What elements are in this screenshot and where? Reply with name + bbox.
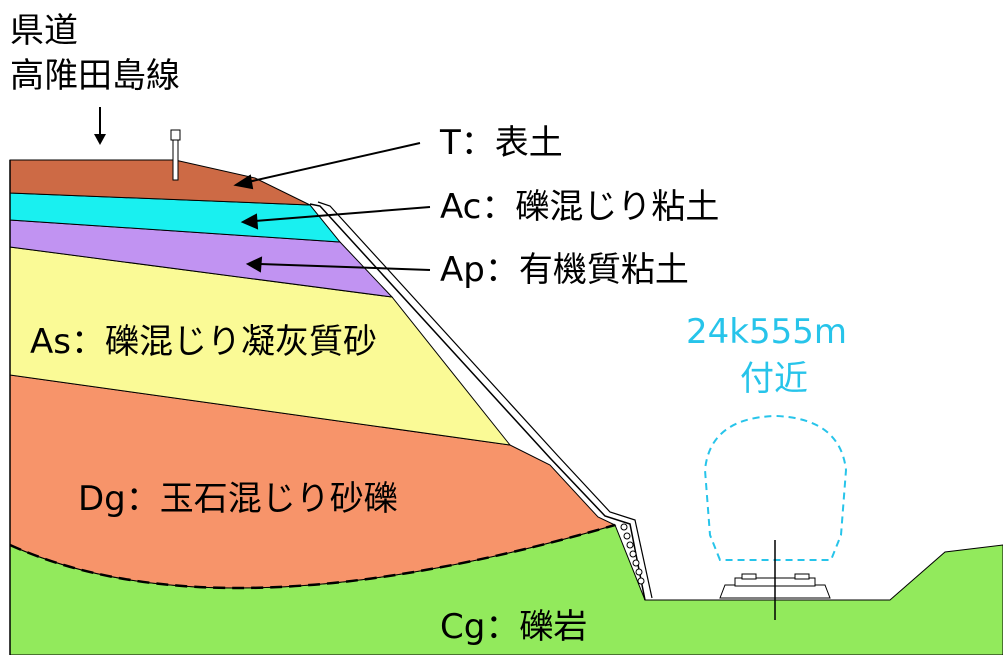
label-dg-gravel: Dg：玉石混じり砂礫 (78, 479, 398, 519)
slope-protection-blocks (620, 523, 645, 585)
tunnel-outline (703, 414, 848, 561)
road-name-line2: 高陮田島線 (10, 56, 180, 96)
location-near: 付近 (740, 359, 808, 399)
road-post (170, 129, 181, 181)
label-t-topsoil: T：表土 (440, 123, 563, 163)
road-arrow-icon (94, 107, 106, 145)
leader-arrows (233, 142, 431, 273)
label-ac-clay: Ac：礫混じり粘土 (440, 187, 720, 227)
slope-wall (309, 203, 646, 601)
label-ap-organic-clay: Ap：有機質粘土 (440, 250, 689, 290)
road-name-line1: 県道 (10, 11, 78, 51)
location-km: 24k555m (686, 312, 847, 352)
dg-cg-boundary (9, 523, 616, 590)
label-cg-rock: Cg：礫岩 (440, 607, 588, 647)
label-as-sand: As：礫混じり凝灰質砂 (30, 322, 377, 362)
